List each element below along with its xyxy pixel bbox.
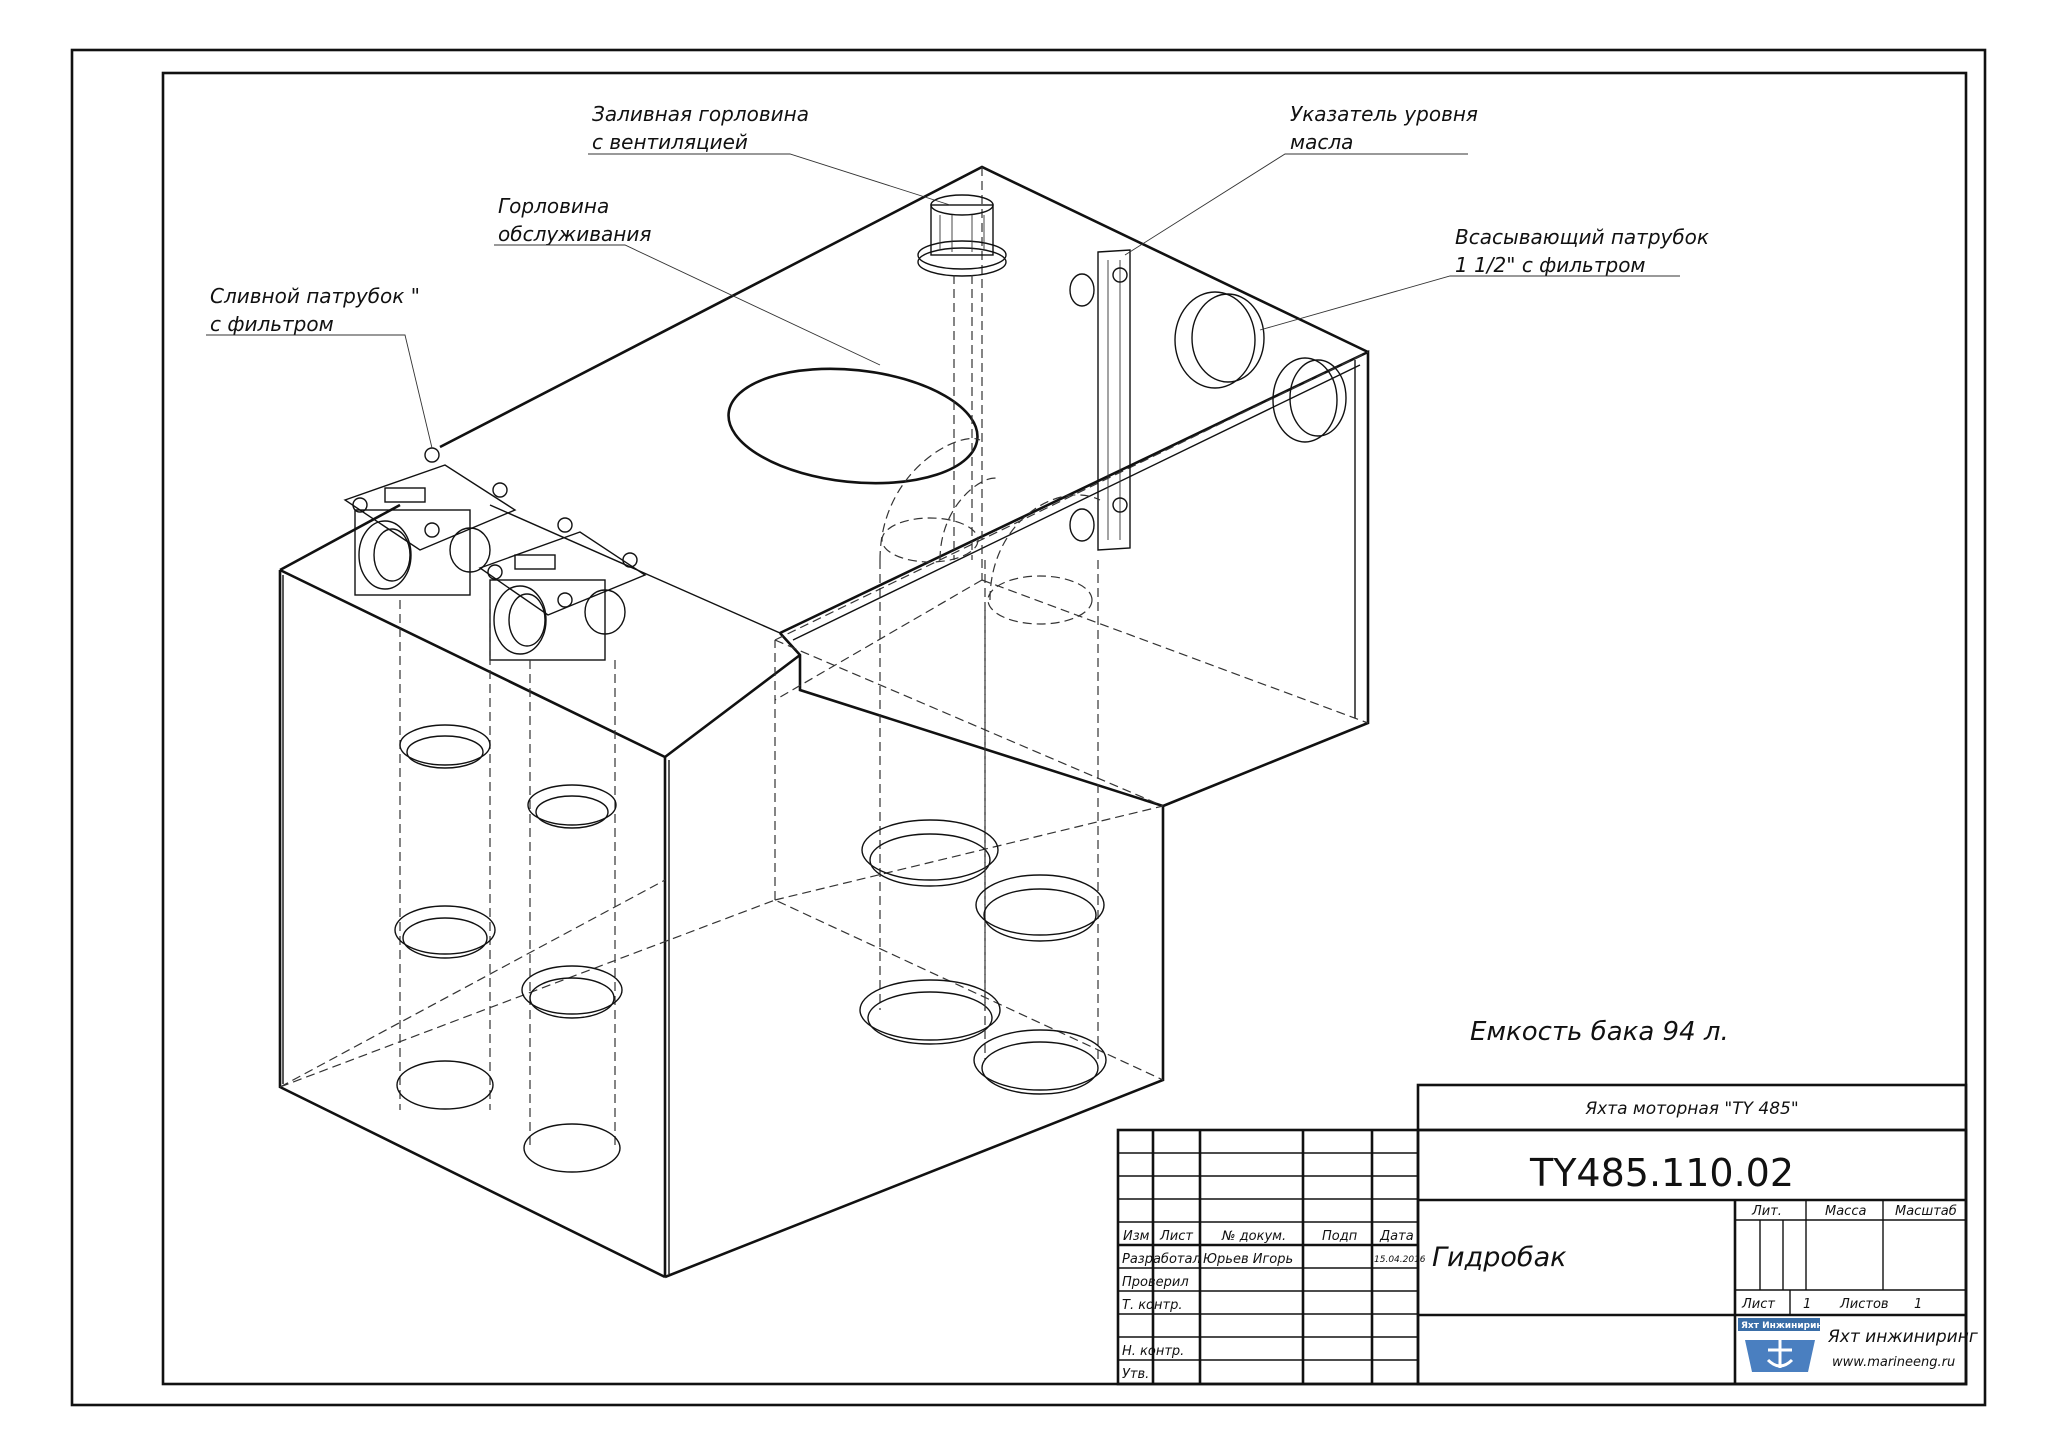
col-list: Лист [1159,1229,1193,1244]
col-doc-number: № докум. [1221,1229,1286,1244]
logo-text: Яхт Инжиниринг [1741,1321,1828,1331]
tank-drawing [278,165,1370,1279]
row-checked: Проверил [1122,1275,1189,1290]
company-name: Яхт инжиниринг [1827,1327,1978,1347]
company-website: www.marineeng.ru [1832,1355,1955,1370]
lit-label: Лит. [1751,1204,1782,1219]
sheet-label: Лист [1741,1297,1775,1312]
suction-ports [1174,291,1347,443]
row-developed: Разработал [1122,1252,1201,1267]
service-neck-opening [727,367,979,485]
developer-name: Юрьев Игорь [1203,1252,1293,1267]
capacity-note: Емкость бака 94 л. [1470,1017,1729,1047]
drain-fitting-1 [343,447,517,596]
internal-pipes-left [394,600,623,1173]
callout-suction-line1: Всасывающий патрубок [1455,225,1709,249]
developed-date: 15.04.2016 [1374,1255,1426,1265]
part-name: Гидробак [1432,1242,1567,1273]
sheets-label: Листов [1839,1297,1889,1312]
row-approved: Утв. [1122,1367,1149,1382]
row-tech-control: Т. контр. [1122,1298,1182,1313]
col-signature: Подп [1322,1229,1358,1244]
scale-label: Масштаб [1895,1204,1957,1219]
drain-fitting-2 [478,517,647,661]
callout-fill-neck: Заливная горловина с вентиляцией [588,102,951,206]
callout-drain: Сливной патрубок " с фильтром [206,284,433,449]
internal-pipes-right [859,438,1107,1095]
col-date: Дата [1379,1229,1414,1244]
row-norm-control: Н. контр. [1122,1344,1184,1359]
callout-service-neck: Горловина обслуживания [494,194,881,366]
callout-level-line1: Указатель уровня [1290,102,1478,126]
callout-drain-line2: с фильтром [210,312,334,336]
col-izm: Изм [1123,1229,1150,1244]
sheet-value: 1 [1803,1297,1811,1312]
callout-fill-neck-line2: с вентиляцией [592,130,748,154]
tank-outline [278,165,1370,1279]
company-logo: Яхт Инжиниринг [1738,1318,1828,1372]
callout-service-neck-line2: обслуживания [498,222,651,246]
callout-suction-line2: 1 1/2" с фильтром [1455,253,1646,277]
outer-frame [70,48,1987,1407]
callout-suction: Всасывающий патрубок 1 1/2" с фильтром [1259,225,1709,331]
fill-neck-cap [917,194,1007,277]
title-block: Изм Лист № докум. Подп Дата Разработал Ю… [1116,1083,1978,1386]
project-title: Яхта моторная "TY 485" [1584,1099,1798,1119]
callout-level-line2: масла [1290,130,1353,154]
oil-level-indicator [1069,249,1131,551]
drawing-designation: TY485.110.02 [1529,1151,1794,1195]
callout-level: Указатель уровня масла [1124,102,1478,256]
callout-drain-line1: Сливной патрубок " [210,284,420,308]
callout-service-neck-line1: Горловина [498,194,609,218]
callout-fill-neck-line1: Заливная горловина [592,102,809,126]
inner-frame [161,71,1968,1386]
mass-label: Масса [1825,1204,1866,1219]
sheets-value: 1 [1914,1297,1922,1312]
